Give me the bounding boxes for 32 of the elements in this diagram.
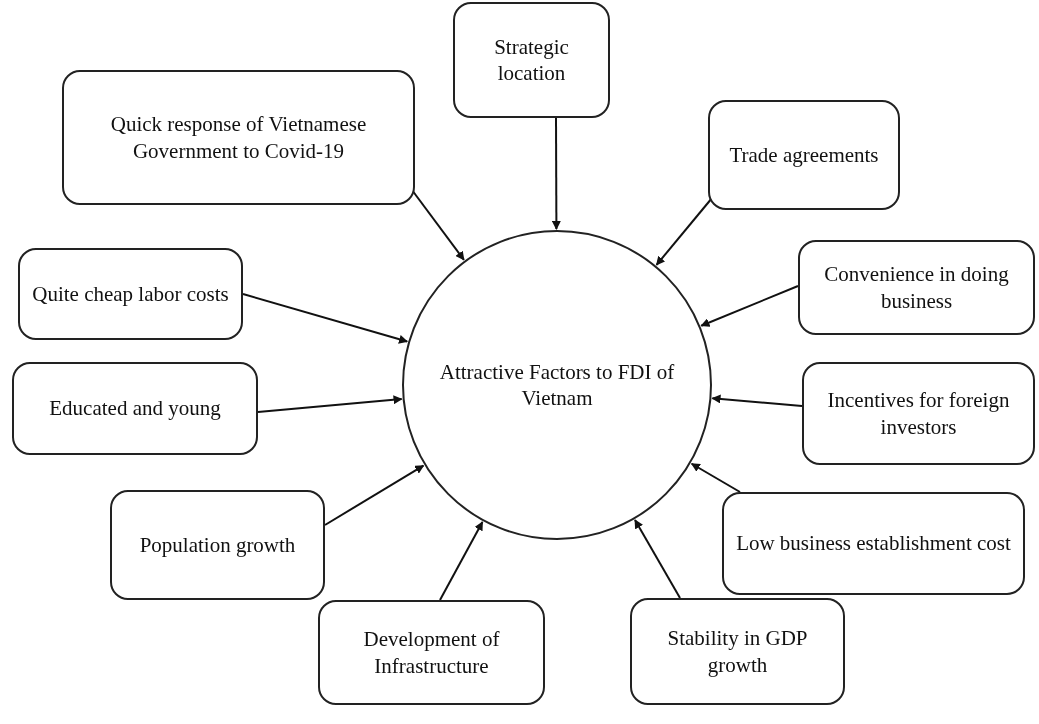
node-text: Development of Infrastructure (362, 626, 501, 679)
node-text: Strategic location (493, 33, 570, 87)
factor-box (798, 240, 1035, 335)
node-text: Trade agreements (728, 141, 880, 169)
factor-box (12, 362, 258, 455)
node-text: Attractive Factors to FDI of Vietnam (438, 358, 676, 412)
arrow (551, 117, 561, 230)
factor-box (453, 2, 610, 118)
node-text: Convenience in doing business (823, 261, 1010, 314)
arrow (242, 293, 409, 344)
factor-box (62, 70, 415, 205)
factor-box (110, 490, 325, 600)
factor-box (318, 600, 545, 705)
arrow (700, 285, 799, 327)
factor-box (708, 100, 900, 210)
arrow (439, 521, 484, 601)
node-text: Stability in GDP growth (666, 625, 809, 678)
factor-box (722, 492, 1025, 595)
node-text: Educated and young (48, 395, 222, 422)
node-text: Quite cheap labor costs (31, 280, 230, 308)
arrow (634, 519, 681, 599)
node-text: Quick response of Vietnamese Government to Covid-19 (109, 111, 368, 164)
arrow (324, 464, 425, 526)
arrow (711, 394, 803, 407)
node-text: Incentives for foreign investors (826, 387, 1011, 440)
node-text: Low business establishment cost (735, 530, 1012, 557)
arrow (690, 462, 741, 493)
factor-box (630, 598, 845, 705)
factor-box (18, 248, 243, 340)
factor-box (802, 362, 1035, 465)
arrow (257, 395, 403, 413)
node-text: Population growth (138, 531, 297, 559)
